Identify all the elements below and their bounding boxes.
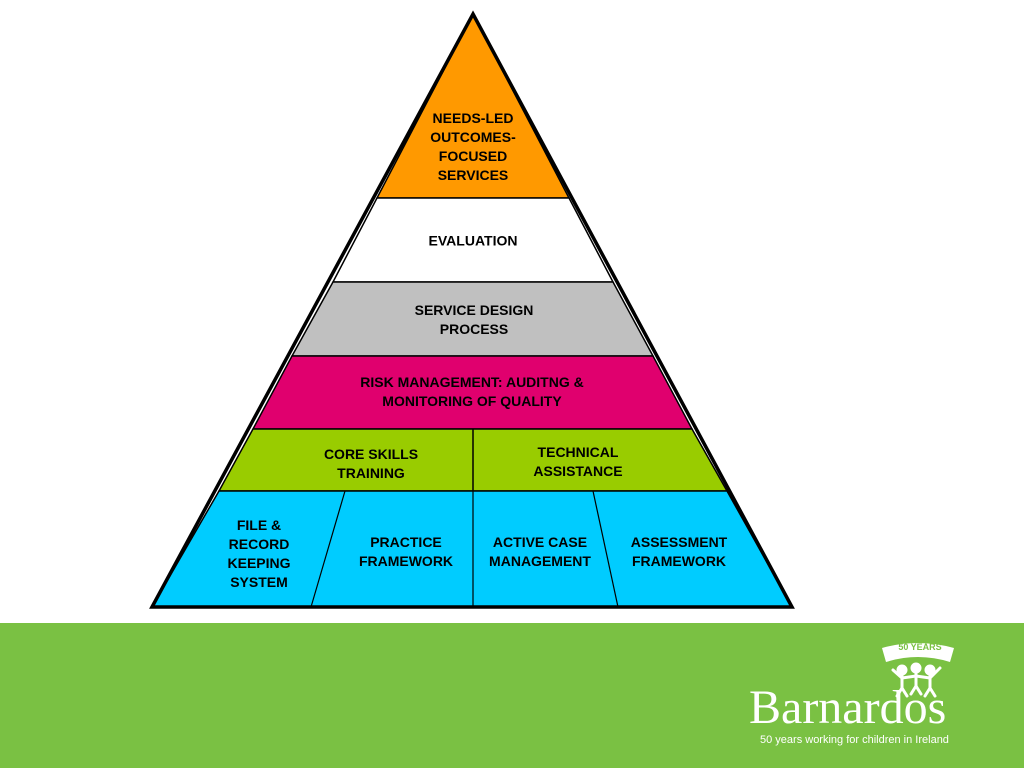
label-core-skills: CORE SKILLS TRAINING: [323, 446, 419, 481]
label-assessment-framework: ASSESSMENT FRAMEWORK: [630, 534, 728, 569]
barnardos-logo: [882, 643, 954, 698]
children-holding-hands-icon: [891, 662, 942, 698]
logo-badge-text: 50 YEARS: [898, 642, 942, 652]
label-risk-management: RISK MANAGEMENT: AUDITNG & MONITORING OF…: [360, 374, 584, 409]
logo-tagline: 50 years working for children in Ireland: [760, 734, 949, 746]
label-needs-led: NEEDS-LED OUTCOMES- FOCUSED SERVICES: [430, 110, 516, 183]
logo-brand-name: Barnardos: [749, 681, 947, 734]
pyramid-outline: [149, 10, 795, 609]
banner-icon: [882, 643, 954, 662]
footer-band: [0, 623, 1024, 768]
label-service-design: SERVICE DESIGN PROCESS: [414, 302, 534, 337]
divider-base-1: [310, 490, 346, 608]
divider-base-3: [592, 490, 619, 608]
pyramid-diagram: [149, 10, 795, 609]
label-active-case: ACTIVE CASE MANAGEMENT: [489, 534, 591, 569]
label-file-record: FILE & RECORD KEEPING SYSTEM: [227, 517, 291, 590]
label-technical-assistance: TECHNICAL ASSISTANCE: [533, 444, 623, 479]
label-practice-framework: PRACTICE FRAMEWORK: [358, 534, 454, 569]
label-evaluation: EVALUATION: [428, 232, 518, 249]
